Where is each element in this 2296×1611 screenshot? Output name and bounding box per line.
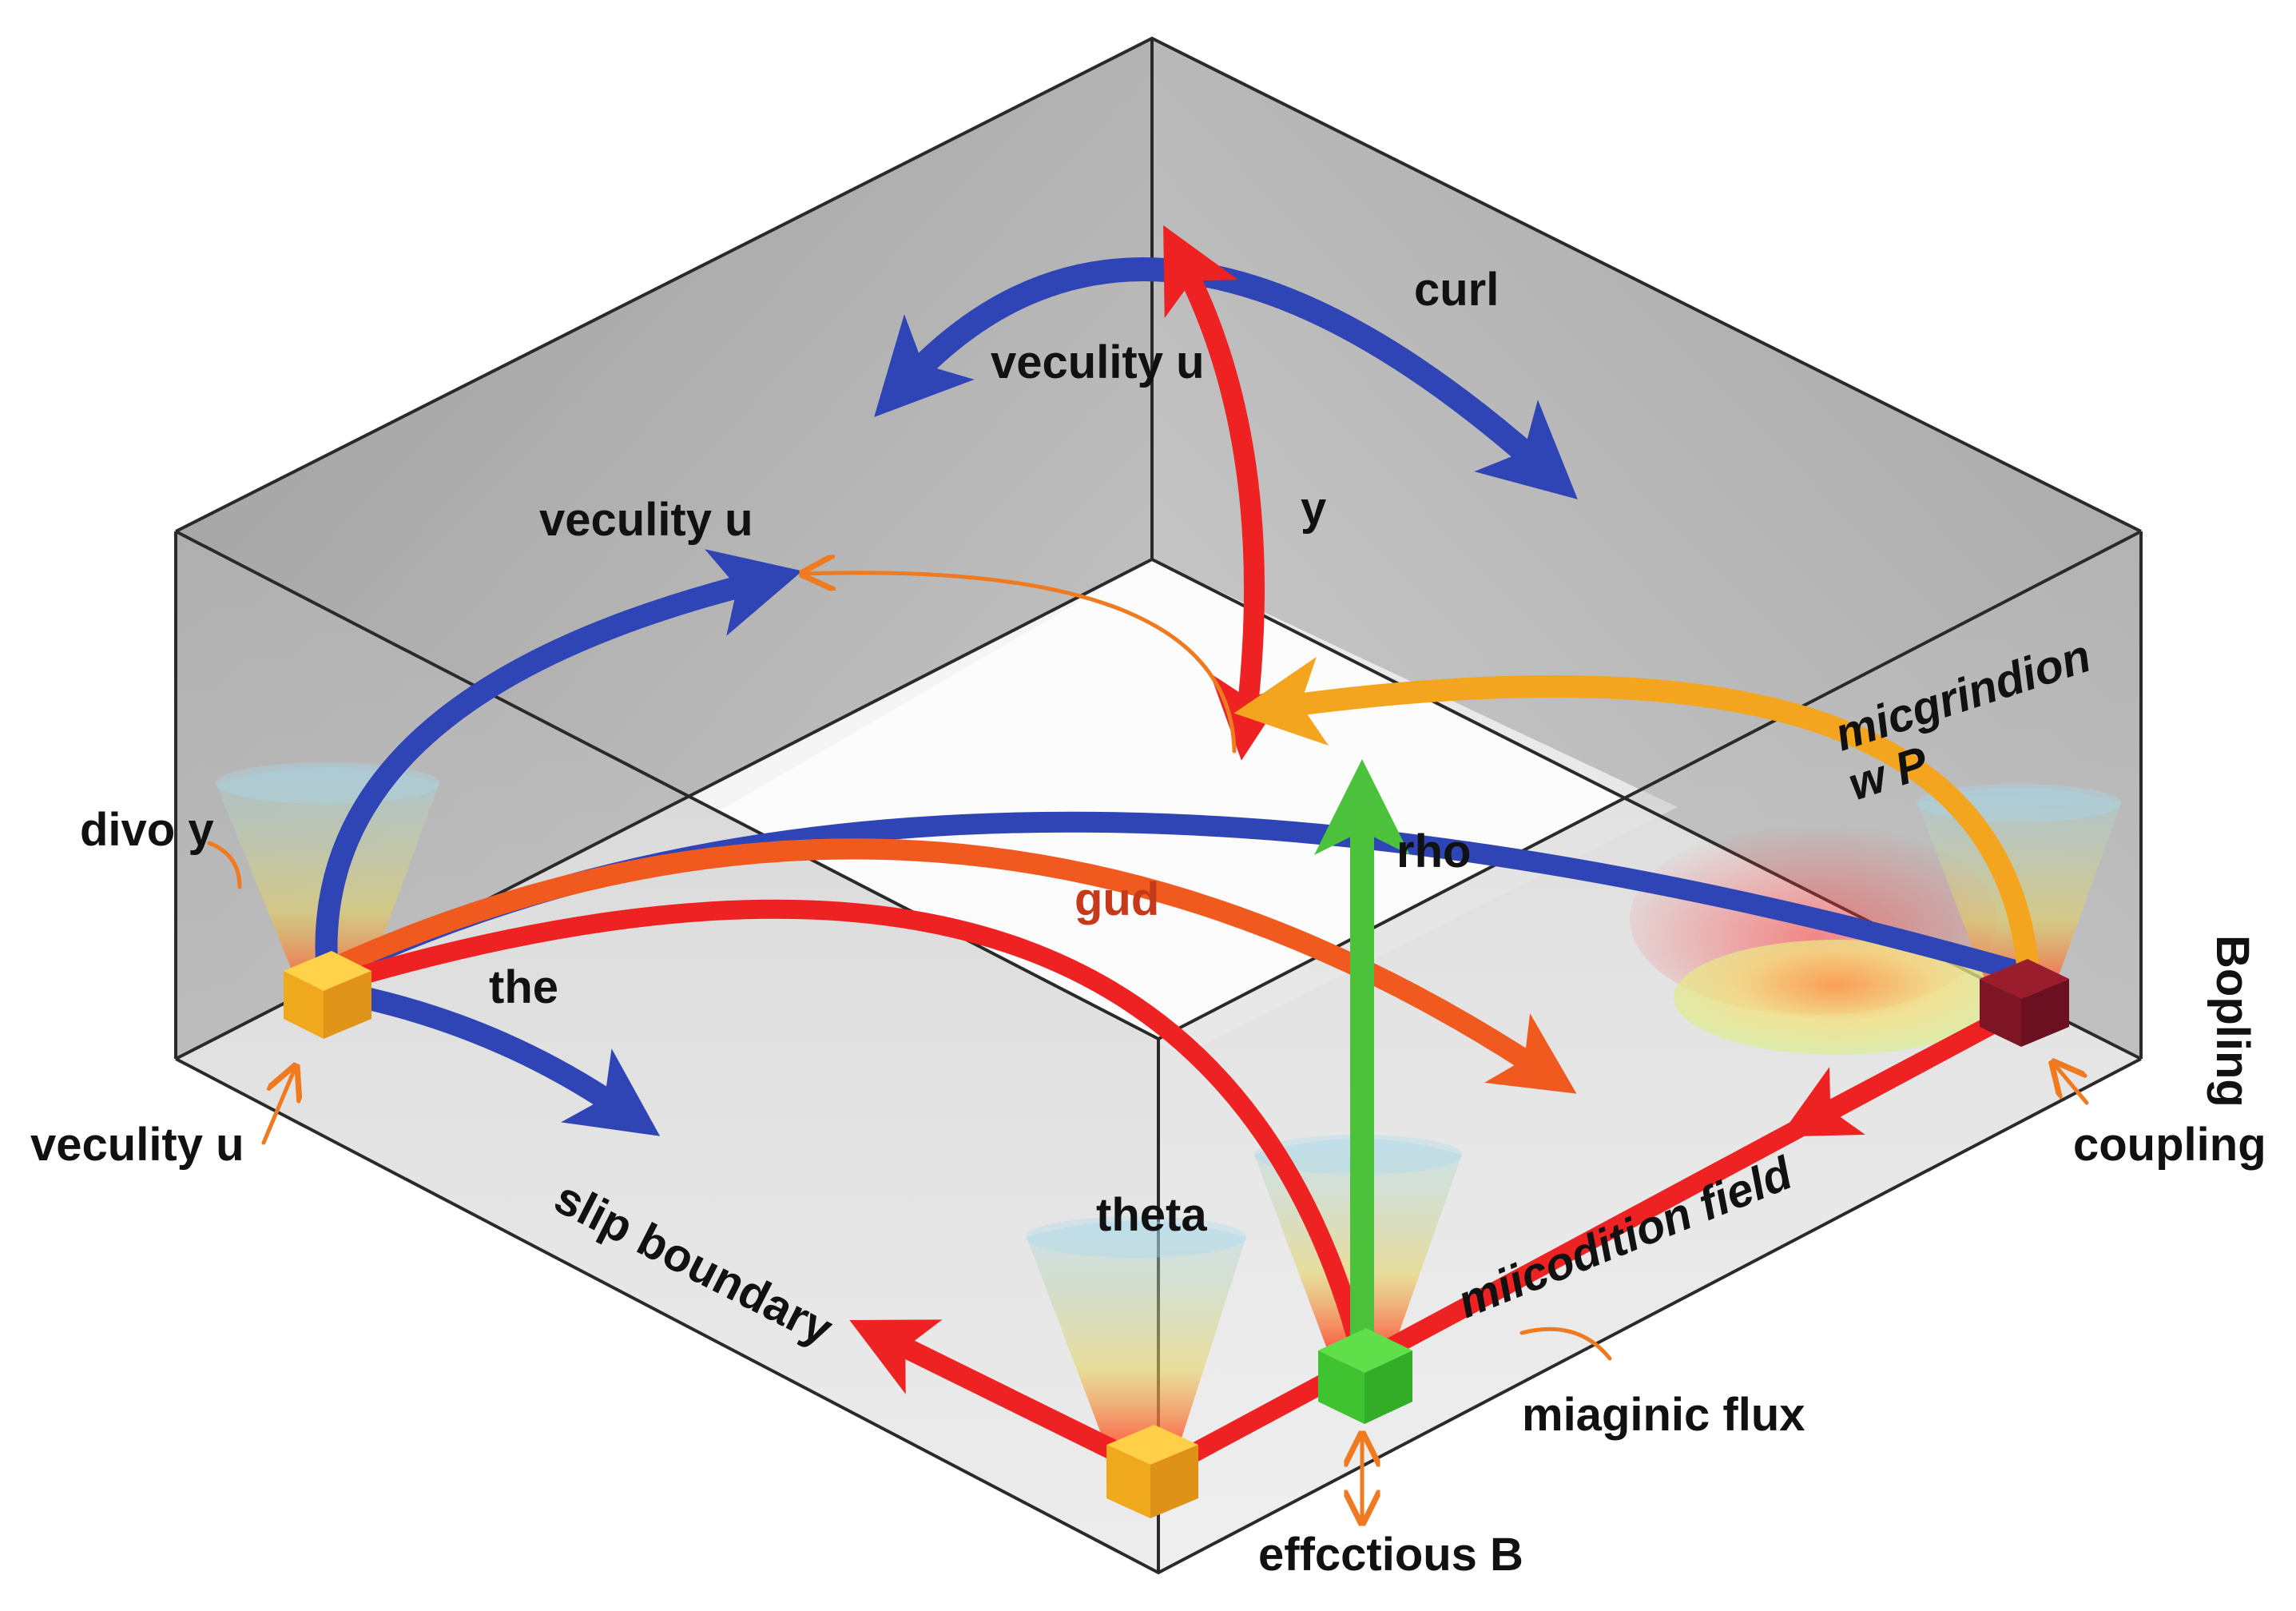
cone-theta-rim [1026, 1216, 1246, 1258]
coupling-pointer [2053, 1063, 2089, 1105]
label-theta: theta [1096, 1189, 1207, 1241]
floor-edge-right [1149, 997, 2035, 1482]
label-coupling: coupling [2073, 1119, 2266, 1171]
cube-right [1980, 959, 2069, 1047]
theta-blue-arrow [328, 981, 661, 1136]
velocity-arrow-up [315, 549, 803, 986]
y-arrow [1163, 225, 1293, 761]
flux-disc [1674, 940, 2001, 1055]
cube-theta [1106, 1425, 1198, 1518]
cone-theta [1027, 1221, 1246, 1448]
red-arc-to-green [326, 899, 1372, 1368]
arrows [207, 225, 2089, 1522]
label-the: the [489, 961, 558, 1013]
migration-arrow [1233, 656, 2040, 998]
flux-pointer [1519, 1327, 1612, 1361]
label-bopling: Bopling [2207, 935, 2258, 1108]
cube-left [284, 951, 371, 1039]
label-y: y [1301, 483, 1326, 535]
label-veculity-u-back: veculity u [539, 494, 753, 546]
divo-pointer [207, 841, 242, 889]
label-veculity-u-left: veculity u [30, 1119, 244, 1171]
label-divo-y: divo y [80, 804, 214, 856]
label-effcctious-b: effcctious B [1258, 1529, 1523, 1581]
label-veculity-u-top: veculity u [991, 336, 1205, 388]
label-miaginic-flux: miaginic flux [1522, 1389, 1805, 1441]
cubes [284, 951, 2069, 1518]
label-gud: gud [1075, 873, 1159, 925]
label-rho: rho [1396, 825, 1471, 877]
label-curl: curl [1414, 264, 1499, 316]
box-edges [174, 36, 2143, 1575]
veculity-pointer [261, 1067, 296, 1145]
thin-orange-arrow [803, 573, 1237, 754]
cube-green [1318, 1328, 1412, 1424]
